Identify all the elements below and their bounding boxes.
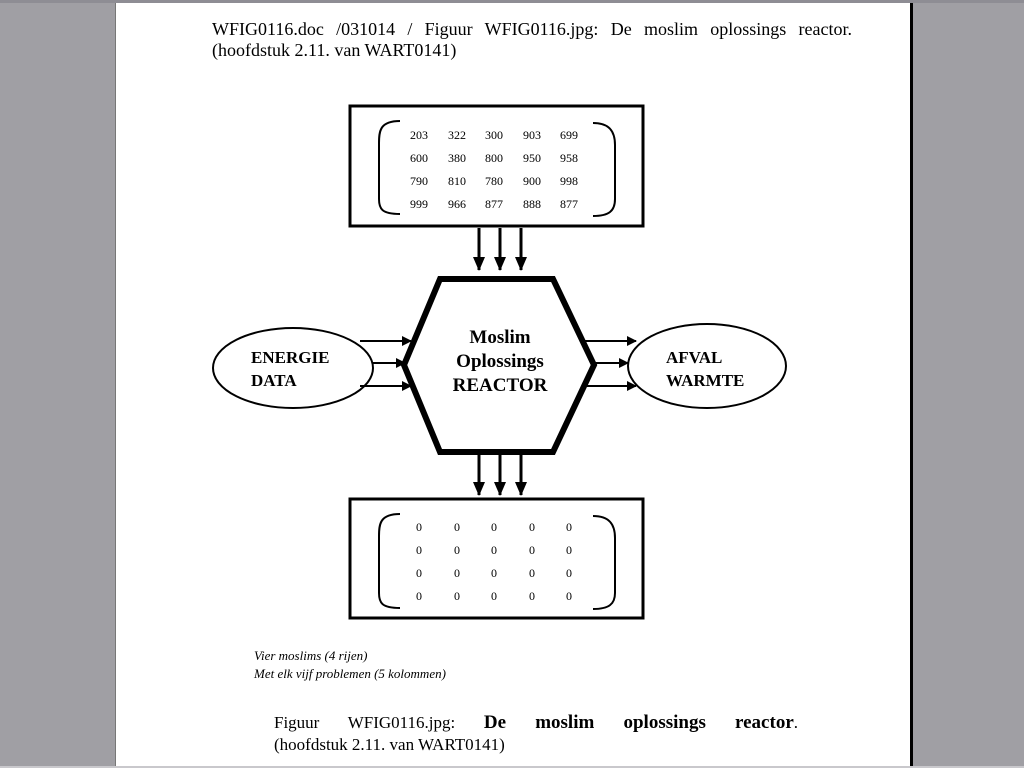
reactor-hexagon: Moslim Oplossings REACTOR [400, 276, 598, 455]
output-matrix-cell: 0 [529, 520, 535, 534]
output-matrix-cell: 0 [454, 589, 460, 603]
output-matrix-frame [348, 497, 645, 620]
notes-line-1: Vier moslims (4 rijen) [254, 648, 368, 663]
reactor-label-1: Moslim [469, 327, 530, 348]
input-matrix-cell: 966 [448, 197, 466, 211]
input-matrix-cell: 810 [448, 174, 466, 188]
output-matrix-cell: 0 [416, 543, 422, 557]
output-matrix-cell: 0 [529, 566, 535, 580]
input-matrix-frame [348, 104, 645, 228]
output-matrix-box: 0 0 0 0 0 0 0 0 0 0 0 0 0 0 0 0 0 0 0 0 [348, 497, 645, 620]
reactor-diagram: 203 322 300 903 699 600 380 800 950 958 790 810 780 9… [212, 104, 787, 620]
figure-caption: Figuur WFIG0116.jpg: De moslim oplossing… [274, 712, 798, 756]
output-matrix-cell: 0 [491, 589, 497, 603]
waste-label: AFVAL [666, 348, 722, 367]
output-matrix-cell: 0 [491, 543, 497, 557]
input-matrix-left-bracket [378, 120, 401, 215]
diagram-notes: Vier moslims (4 rijen) Met elk vijf prob… [254, 647, 446, 683]
input-matrix-cell: 790 [410, 174, 428, 188]
input-matrix-cell: 699 [560, 128, 578, 142]
caption-suffix: . [793, 713, 798, 732]
caption-line-2: (hoofdstuk 2.11. van WART0141) [274, 735, 505, 754]
output-matrix-cells: 0 0 0 0 0 0 0 0 0 0 0 0 0 0 0 0 0 0 0 0 [416, 520, 572, 603]
input-matrix-cell: 800 [485, 151, 503, 165]
left-arrows [360, 336, 412, 391]
document-header: WFIG0116.doc /031014 / Figuur WFIG0116.j… [212, 19, 852, 61]
header-line-1: WFIG0116.doc /031014 / Figuur WFIG0116.j… [212, 19, 852, 39]
input-matrix-cell: 998 [560, 174, 578, 188]
reactor-label-2: Oplossings [456, 351, 544, 372]
energy-data-ellipse-shape [212, 327, 374, 409]
input-matrix-cell: 903 [523, 128, 541, 142]
reactor-label-3: REACTOR [453, 375, 548, 396]
input-matrix-cell: 877 [485, 197, 503, 211]
input-matrix-cell: 999 [410, 197, 428, 211]
input-matrix-box: 203 322 300 903 699 600 380 800 950 958 790 810 780 9… [348, 104, 645, 228]
caption-line-1: Figuur WFIG0116.jpg: De moslim oplossing… [274, 712, 798, 734]
document-page: WFIG0116.doc /031014 / Figuur WFIG0116.j… [115, 3, 913, 766]
output-matrix-cell: 0 [566, 543, 572, 557]
data-label: DATA [251, 371, 297, 390]
input-matrix-cells: 203 322 300 903 699 600 380 800 950 958 790 810 780 9… [410, 128, 578, 211]
heat-label: WARMTE [666, 371, 744, 390]
output-arrows [473, 455, 527, 496]
input-matrix-cell: 958 [560, 151, 578, 165]
waste-heat-ellipse: AFVAL WARMTE [627, 323, 787, 409]
output-matrix-cell: 0 [454, 520, 460, 534]
energy-data-ellipse: ENERGIE DATA [212, 327, 374, 409]
right-arrows [584, 336, 637, 391]
input-matrix-right-bracket [592, 122, 616, 217]
window-bottom-edge [0, 766, 1024, 768]
output-matrix-cell: 0 [416, 520, 422, 534]
output-matrix-cell: 0 [529, 543, 535, 557]
input-matrix-cell: 900 [523, 174, 541, 188]
output-matrix-cell: 0 [454, 543, 460, 557]
input-matrix-cell: 877 [560, 197, 578, 211]
output-matrix-cell: 0 [566, 566, 572, 580]
notes-line-2: Met elk vijf problemen (5 kolommen) [254, 666, 446, 681]
input-matrix-cell: 780 [485, 174, 503, 188]
input-matrix-cell: 600 [410, 151, 428, 165]
output-matrix-cell: 0 [454, 566, 460, 580]
input-matrix-cell: 322 [448, 128, 466, 142]
input-matrix-cell: 203 [410, 128, 428, 142]
output-matrix-cell: 0 [491, 566, 497, 580]
output-matrix-left-bracket [378, 513, 401, 609]
input-arrows [473, 228, 527, 271]
output-matrix-right-bracket [592, 515, 616, 610]
window-top-edge [0, 0, 1024, 3]
output-matrix-cell: 0 [416, 566, 422, 580]
header-line-2: (hoofdstuk 2.11. van WART0141) [212, 40, 457, 60]
input-matrix-cell: 380 [448, 151, 466, 165]
input-matrix-cell: 888 [523, 197, 541, 211]
output-matrix-cell: 0 [491, 520, 497, 534]
input-matrix-cell: 300 [485, 128, 503, 142]
output-matrix-cell: 0 [529, 589, 535, 603]
output-matrix-cell: 0 [566, 589, 572, 603]
energy-label: ENERGIE [251, 348, 329, 367]
caption-prefix: Figuur WFIG0116.jpg: [274, 713, 456, 732]
caption-title: De moslim oplossings reactor [483, 712, 794, 733]
waste-heat-ellipse-shape [627, 323, 787, 409]
input-matrix-cell: 950 [523, 151, 541, 165]
output-matrix-cell: 0 [566, 520, 572, 534]
output-matrix-cell: 0 [416, 589, 422, 603]
